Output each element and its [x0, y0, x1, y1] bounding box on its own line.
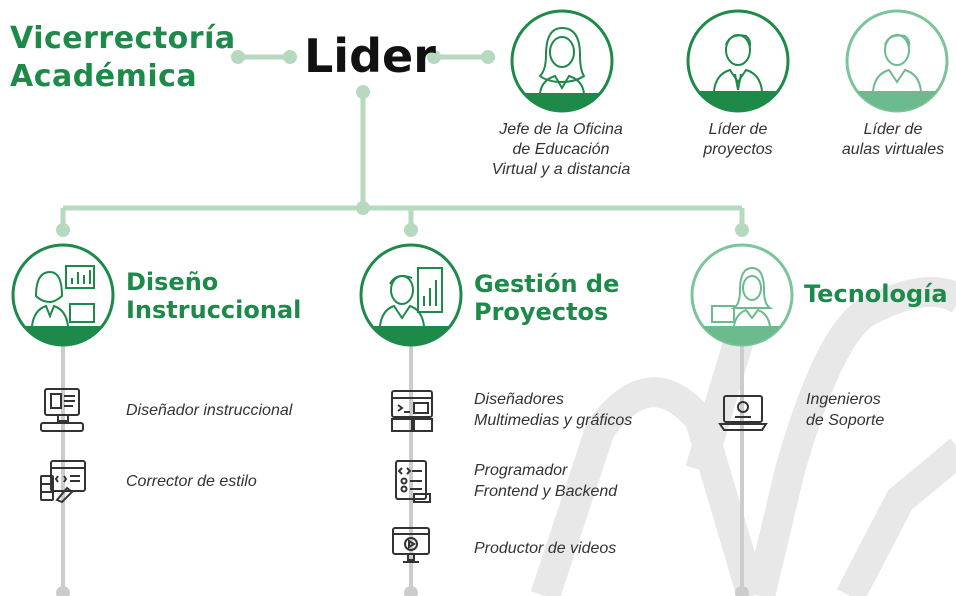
role-caption-line: Jefe de la Oficina: [499, 121, 623, 138]
style-palette-icon: [40, 460, 86, 504]
item-label-line: de Soporte: [806, 412, 885, 429]
item-label-line: Frontend y Backend: [474, 483, 618, 500]
organization-line-1: Vicerrectoría: [10, 21, 236, 56]
item-label-line: Productor de videos: [474, 540, 617, 557]
area-title-technology: Tecnología: [804, 280, 948, 308]
area-title-line: Gestión de: [474, 270, 620, 298]
item-label-line: Multimedias y gráficos: [474, 412, 633, 429]
item-label-instructional-designer: Diseñador instruccional: [126, 400, 292, 421]
support-laptop-icon: [718, 395, 768, 431]
item-label-support-engineers: Ingenieros de Soporte: [806, 389, 884, 431]
video-monitor-icon: [392, 527, 430, 563]
role-caption-line: aulas virtuales: [841, 141, 945, 158]
item-label-video-producer: Productor de videos: [474, 538, 616, 559]
leader-title: Lider: [304, 29, 436, 83]
organization-title: Vicerrectoría Académica: [10, 20, 236, 96]
item-label-line: Ingenieros: [806, 391, 881, 408]
area-title-line: Tecnología: [804, 280, 948, 308]
item-label-style-corrector: Corrector de estilo: [126, 471, 257, 492]
role-caption-project-leader: Líder de proyectos: [678, 120, 798, 160]
woman-with-laptop-icon: [690, 243, 794, 347]
role-caption-line: proyectos: [703, 141, 773, 158]
role-caption-line: Líder de: [863, 121, 923, 138]
role-caption-head-office: Jefe de la Oficina de Educación Virtual …: [468, 120, 654, 180]
item-label-line: Diseñador instruccional: [126, 402, 293, 419]
item-label-line: Diseñadores: [474, 391, 564, 408]
role-caption-virtual-classroom-leader: Líder de aulas virtuales: [830, 120, 956, 160]
role-caption-line: Líder de: [708, 121, 768, 138]
man-avatar-icon: [845, 9, 949, 113]
item-label-line: Corrector de estilo: [126, 473, 257, 490]
item-label-programmer: Programador Frontend y Backend: [474, 460, 617, 502]
organization-line-2: Académica: [10, 59, 198, 94]
area-title-line: Proyectos: [474, 298, 609, 326]
area-title-line: Instruccional: [126, 296, 302, 324]
role-caption-line: de Educación: [512, 141, 610, 158]
code-document-icon: [395, 460, 431, 503]
item-label-line: Programador: [474, 462, 568, 479]
area-title-project-management: Gestión de Proyectos: [474, 270, 619, 326]
man-avatar-icon: [686, 9, 790, 113]
multimedia-design-icon: [391, 390, 433, 432]
role-caption-line: Virtual y a distancia: [491, 161, 631, 178]
area-title-line: Diseño: [126, 268, 219, 296]
area-title-instructional-design: Diseño Instruccional: [126, 268, 301, 324]
computer-workstation-icon: [40, 388, 84, 432]
item-label-multimedia-designers: Diseñadores Multimedias y gráficos: [474, 389, 632, 431]
